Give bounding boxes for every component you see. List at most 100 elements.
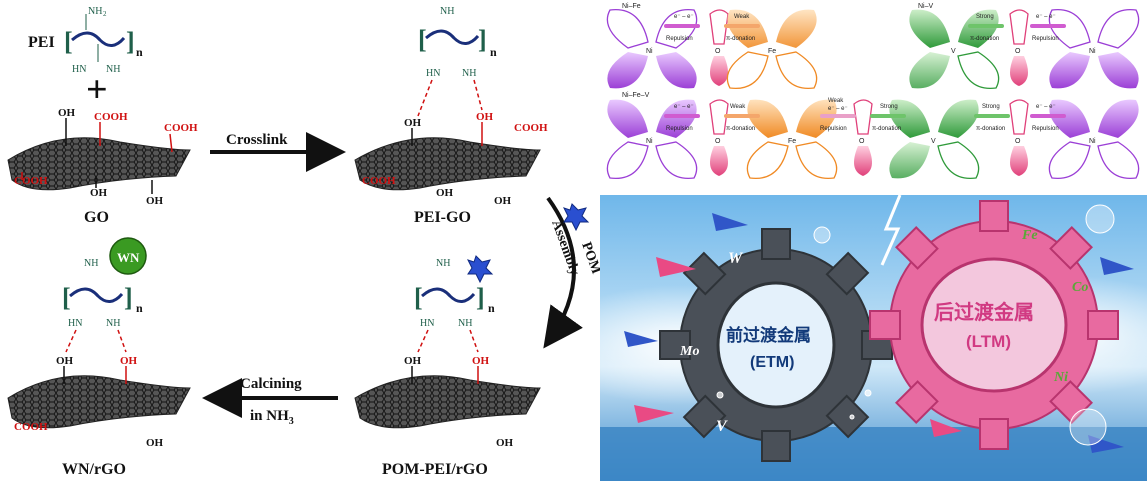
svg-text:Ni: Ni (646, 138, 653, 145)
calcining-label: Calcining (240, 376, 302, 392)
pom-cluster-icon (563, 203, 590, 232)
svg-text:[: [ (414, 283, 423, 312)
pi-donation-label-2: π-donation (970, 36, 999, 42)
svg-text:Repulsion: Repulsion (820, 126, 847, 132)
svg-text:HN: HN (72, 64, 86, 75)
svg-text:[: [ (64, 27, 73, 56)
ni-v-title: Ni–V (918, 3, 934, 10)
pom-pei-rgo-label: POM-PEI/rGO (382, 461, 488, 478)
svg-text:O: O (859, 138, 865, 145)
svg-text:OH: OH (472, 355, 490, 367)
svg-text:COOH: COOH (164, 122, 198, 134)
svg-text:n: n (488, 301, 495, 315)
ee-label-1: e⁻ – e⁻ (674, 14, 694, 20)
gear-letter-fe: Fe (1021, 228, 1038, 243)
water-droplets (716, 204, 1115, 446)
svg-text:OH: OH (476, 111, 494, 123)
svg-text:n: n (490, 45, 497, 59)
ltm-cn-label: 后过渡金属 (934, 300, 1034, 324)
svg-text:HN: HN (426, 68, 440, 79)
repulsion-label-1: Repulsion (666, 36, 693, 42)
svg-text:]: ] (476, 283, 485, 312)
wn-rgo-sheet (7, 375, 191, 429)
orbital-o-row1b: O (1009, 9, 1029, 86)
svg-text:OH: OH (146, 437, 164, 449)
svg-text:Ni: Ni (1089, 48, 1096, 55)
weak-label-1: Weak (734, 14, 750, 20)
svg-text:HN: HN (420, 318, 434, 329)
pi-donation-label-1: π-donation (726, 36, 755, 42)
svg-text:2: 2 (103, 10, 107, 18)
svg-text:[: [ (62, 283, 71, 312)
floating-orbitals (624, 213, 1134, 453)
crosslink-label: Crosslink (226, 132, 288, 148)
ni-fe-title: Ni–Fe (622, 3, 641, 10)
gear-letter-mo: Mo (679, 344, 699, 359)
orbital-diagram: Ni–Fe Ni–V Ni–Fe–V Ni O Fe e⁻ – e⁻ Repul… (606, 3, 1140, 180)
svg-text:NH: NH (436, 258, 450, 269)
synthesis-scheme: OH COOH COOH COOH OH OH PEI [ ] n NH 2 H… (7, 6, 600, 478)
pom-pei-rgo-structure: [ ] n NH HN NH OH OH OH (404, 255, 514, 449)
pei-go-sheet (354, 137, 541, 191)
svg-text:e⁻ – e⁻: e⁻ – e⁻ (1036, 104, 1056, 110)
etm-en-label: (ETM) (750, 354, 794, 371)
orbital-v-row1b: V (909, 9, 1000, 90)
gear-banner: 前过渡金属 (ETM) W Mo V 后过渡金属 (LTM) Fe Co Ni (600, 195, 1147, 481)
svg-text:OH: OH (120, 355, 138, 367)
svg-text:O: O (715, 48, 721, 55)
svg-text:OH: OH (404, 117, 422, 129)
svg-text:COOH: COOH (362, 175, 396, 187)
plus-sign: + (86, 69, 108, 111)
etm-cn-label: 前过渡金属 (726, 325, 811, 346)
pom-cluster-icon-2 (467, 255, 494, 284)
svg-text:HN: HN (68, 318, 82, 329)
orbital-ni-row1a: Ni (606, 8, 698, 89)
svg-text:[: [ (418, 25, 427, 54)
ee-label-2: e⁻ – e⁻ (1036, 14, 1056, 20)
svg-text:O: O (1015, 138, 1021, 145)
svg-text:OH: OH (90, 187, 108, 199)
svg-text:Repulsion: Repulsion (1032, 126, 1059, 132)
pei-polymer-structure: PEI [ ] n NH 2 HN NH (28, 6, 143, 75)
svg-text:π-donation: π-donation (976, 126, 1005, 132)
svg-text:NH: NH (84, 258, 98, 269)
svg-text:V: V (951, 48, 956, 55)
wn-rgo-label: WN/rGO (62, 461, 126, 478)
gear-letter-w: W (728, 250, 744, 267)
svg-text:OH: OH (404, 355, 422, 367)
go-sheet (7, 137, 191, 191)
gear-letter-v-left: V (716, 418, 728, 435)
pei-go-structure: [ ] n NH HN NH OH OH COOH COOH OH OH (362, 6, 548, 207)
pom-pei-rgo-sheet (354, 375, 541, 429)
svg-text:Fe: Fe (768, 48, 776, 55)
orbital-o-row1a: O (709, 9, 729, 86)
svg-text:Ni: Ni (646, 48, 653, 55)
orbital-fe-row1a: Fe (726, 9, 818, 90)
svg-text:NH: NH (88, 6, 102, 17)
svg-text:NH: NH (462, 68, 476, 79)
svg-text:PEI: PEI (28, 34, 55, 51)
svg-text:O: O (715, 138, 721, 145)
svg-text:e⁻ – e⁻: e⁻ – e⁻ (828, 106, 848, 112)
svg-text:e⁻ – e⁻: e⁻ – e⁻ (674, 104, 694, 110)
svg-text:OH: OH (494, 195, 512, 207)
svg-text:OH: OH (496, 437, 514, 449)
svg-text:Repulsion: Repulsion (666, 126, 693, 132)
wn-rgo-structure: WN [ ] n NH HN NH OH OH COOH OH (14, 237, 164, 449)
svg-text:NH: NH (458, 318, 472, 329)
svg-text:]: ] (124, 283, 133, 312)
svg-text:NH: NH (440, 6, 454, 17)
etm-gear: 前过渡金属 (ETM) W Mo V (659, 228, 893, 462)
svg-text:OH: OH (146, 195, 164, 207)
svg-text:π-donation: π-donation (872, 126, 901, 132)
svg-text:]: ] (126, 27, 135, 56)
svg-text:WN: WN (117, 250, 140, 265)
go-label: GO (84, 209, 109, 226)
svg-text:n: n (136, 45, 143, 59)
pei-go-label: PEI-GO (414, 209, 471, 226)
svg-text:COOH: COOH (14, 175, 48, 187)
wn-nanoparticle (109, 237, 147, 275)
orbital-row2: Ni O Fe O V O Ni e⁻ – e⁻ Repulsion Weak … (606, 98, 1140, 180)
gear-letter-ni: Ni (1053, 370, 1068, 385)
svg-text:]: ] (478, 25, 487, 54)
